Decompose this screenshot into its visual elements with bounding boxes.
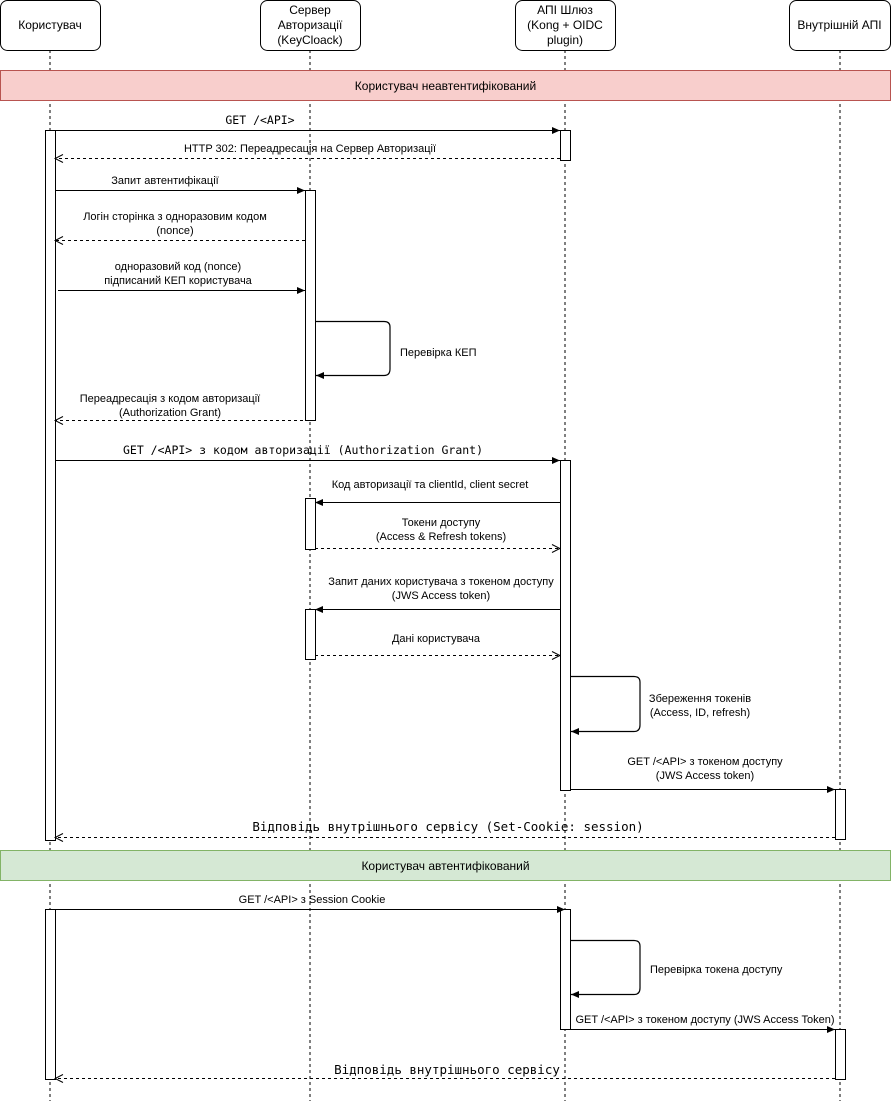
message-return: Логін сторінка з одноразовим кодом (nonce… [55, 211, 305, 241]
message-label: Відповідь внутрішнього сервісу (Set-Cook… [252, 819, 643, 834]
message-label: (nonce) [156, 225, 193, 237]
message-label: одноразовий код (nonce) [115, 261, 241, 273]
section-band: Користувач автентифікований [0, 850, 891, 881]
participant-user: Користувач [0, 0, 101, 51]
message-label: Логін сторінка з одноразовим кодом [83, 211, 267, 223]
message-label: підписаний КЕП користувача [104, 275, 252, 287]
message-label: Переадресація з кодом авторизації [80, 393, 260, 405]
activation-bar [305, 190, 316, 421]
participant-label: Авторизації [278, 18, 343, 32]
message-label: Перевірка токена доступу [650, 964, 783, 976]
participant-label: plugin) [547, 33, 583, 47]
message-return: Токени доступу (Access & Refresh tokens) [315, 517, 560, 549]
section-band: Користувач неавтентифікований [0, 70, 891, 101]
message-label: Код авторизації та clientId, client secr… [332, 479, 529, 491]
message-return: Відповідь внутрішнього сервісу [55, 1062, 835, 1079]
message-label: Запит автентифікації [111, 175, 218, 187]
message-label: GET /<API> [225, 113, 294, 127]
message-label: (Access & Refresh tokens) [376, 531, 506, 543]
activation-bar [45, 130, 56, 841]
section-background [0, 850, 891, 881]
message-label: (JWS Access token) [392, 590, 490, 602]
message-sync: GET /<API> з кодом авторизації (Authoriz… [55, 443, 560, 464]
message-label: GET /<API> з токеном доступу [627, 756, 783, 768]
participant-label: Сервер [289, 3, 331, 17]
message-label: Збереження токенів [649, 693, 751, 705]
activation-bar [560, 460, 571, 791]
message-sync: Код авторизації та clientId, client secr… [315, 479, 560, 506]
message-sync: GET /<API> з токеном доступу (JWS Access… [570, 1014, 835, 1033]
activation-bar [835, 789, 846, 840]
section-background [0, 70, 891, 101]
message-label: HTTP 302: Переадресація на Сервер Автори… [184, 143, 436, 155]
message-label: GET /<API> з токеном доступу (JWS Access… [575, 1014, 834, 1026]
message-label: (JWS Access token) [656, 770, 754, 782]
message-label: Запит даних користувача з токеном доступ… [328, 576, 554, 588]
message-label: Токени доступу [402, 517, 481, 529]
message-label: (Authorization Grant) [119, 407, 221, 419]
participant-label: АПІ Шлюз [537, 3, 593, 17]
activation-bar [45, 909, 56, 1080]
message-return: Дані користувача [315, 633, 560, 656]
message-arrow [570, 939, 641, 998]
message-sync: GET /<API> [55, 113, 560, 134]
message-self-call: Збереження токенів (Access, ID, refresh) [570, 675, 751, 735]
message-arrow [315, 320, 391, 379]
message-sync: Запит даних користувача з токеном доступ… [315, 576, 560, 613]
message-label: Перевірка КЕП [400, 347, 477, 359]
message-return: Відповідь внутрішнього сервісу (Set-Cook… [55, 819, 835, 838]
participant-label: (Kong + OIDC [527, 18, 603, 32]
message-return: HTTP 302: Переадресація на Сервер Автори… [55, 143, 560, 159]
message-label: Дані користувача [392, 633, 481, 645]
section-label: Користувач автентифікований [361, 859, 529, 873]
message-label: (Access, ID, refresh) [650, 707, 750, 719]
message-self-call: Перевірка токена доступу [570, 939, 783, 998]
message-label: GET /<API> з кодом авторизації (Authoriz… [123, 443, 483, 457]
message-sync: GET /<API> з токеном доступу (JWS Access … [570, 756, 835, 793]
participant-box [515, 0, 616, 51]
activation-bar [305, 609, 316, 660]
participant-box [260, 0, 361, 51]
participant-label: (KeyCloack) [277, 33, 342, 47]
message-sync: одноразовий код (nonce) підписаний КЕП ко… [58, 261, 305, 294]
message-label: GET /<API> з Session Cookie [239, 894, 386, 906]
participant-label: Користувач [18, 18, 82, 32]
message-self-call: Перевірка КЕП [315, 320, 477, 379]
activation-bar [560, 130, 571, 161]
message-label: Відповідь внутрішнього сервісу [334, 1062, 560, 1077]
activation-bar [560, 909, 571, 1030]
participant-internal: Внутрішній АПІ [789, 0, 891, 51]
participant-label: Внутрішній АПІ [797, 18, 881, 32]
message-return: Переадресація з кодом авторизації (Author… [55, 393, 303, 421]
message-arrow [570, 675, 641, 735]
participant-box [0, 0, 101, 51]
activation-bar [835, 1029, 846, 1080]
message-sync: GET /<API> з Session Cookie [55, 894, 565, 913]
message-sync: Запит автентифікації [55, 175, 305, 194]
activation-bar [305, 498, 316, 550]
section-label: Користувач неавтентифікований [355, 79, 536, 93]
